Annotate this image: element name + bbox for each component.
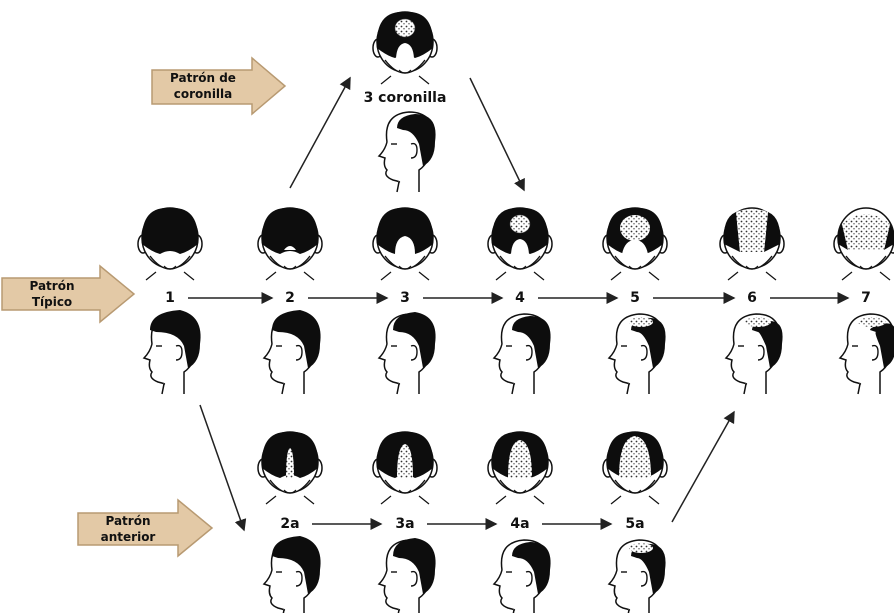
typical-top-head-2 [257, 207, 323, 281]
crown-label-line1: Patrón de [170, 71, 236, 85]
arrow-5a-to-6 [671, 410, 735, 523]
crown-side-head [377, 111, 436, 193]
anterior-top-head-4a [487, 431, 553, 505]
callout-arrow-shape [1, 264, 136, 324]
anterior-stage-number: 3a [395, 516, 414, 532]
typical-side-head-6 [724, 313, 783, 395]
anterior-stage-number: 4a [510, 516, 529, 532]
anterior-side-head-2a [262, 536, 321, 613]
anterior-pattern-callout: Patrón anterior [77, 498, 214, 558]
typical-stage-number: 6 [747, 290, 757, 306]
arrow-2-to-crown [289, 76, 351, 189]
typical-top-head-6 [719, 207, 785, 281]
anterior-side-head-3a [377, 538, 436, 613]
typical-pattern-group: 1 2 3 4 5 6 7 [137, 207, 894, 395]
crown-stage-label: 3 coronilla [364, 90, 447, 106]
anterior-side-head-4a [492, 539, 551, 613]
typical-top-head-7 [833, 207, 894, 281]
typical-stage-number: 3 [400, 290, 410, 306]
typical-top-head-3 [372, 207, 438, 281]
arrow-1-to-2a [199, 404, 247, 532]
typical-stage-number: 2 [285, 290, 295, 306]
typical-stage-number: 5 [630, 290, 640, 306]
typical-top-head-4 [487, 207, 553, 281]
sequence-arrows [188, 292, 850, 530]
arrow-crown-to-4 [469, 77, 525, 192]
typical-top-head-5 [602, 207, 668, 281]
anterior-label-line1: Patrón [105, 514, 150, 528]
anterior-top-head-5a [602, 431, 668, 505]
typical-side-head-5 [607, 313, 666, 395]
anterior-pattern-group: 2a 3a 4a 5a [257, 431, 668, 613]
crown-pattern-callout: Patrón de coronilla [151, 56, 287, 116]
anterior-top-head-3a [372, 431, 438, 505]
typical-top-head-1 [137, 207, 203, 281]
typical-stage-number: 1 [165, 290, 175, 306]
callout-arrow-shape [151, 56, 287, 116]
anterior-label-line2: anterior [101, 530, 156, 544]
anterior-top-head-2a [257, 431, 323, 505]
anterior-side-head-5a [607, 539, 666, 613]
typical-pattern-callout: Patrón Típico [1, 264, 136, 324]
typical-label-line1: Patrón [29, 279, 74, 293]
anterior-stage-number: 5a [625, 516, 644, 532]
typical-side-head-3 [377, 312, 436, 395]
flow-arrows [199, 76, 735, 532]
typical-side-head-1 [142, 310, 201, 395]
typical-stage-number: 4 [515, 290, 525, 306]
crown-label-line2: coronilla [174, 87, 233, 101]
crown-pattern-group [372, 11, 438, 193]
typical-side-head-7 [838, 313, 894, 395]
typical-side-head-4 [492, 313, 551, 395]
typical-side-head-2 [262, 310, 321, 395]
callout-arrow-shape [77, 498, 214, 558]
crown-top-head [372, 11, 438, 85]
typical-label-line2: Típico [32, 295, 72, 309]
anterior-stage-number: 2a [280, 516, 299, 532]
typical-stage-number: 7 [861, 290, 871, 306]
